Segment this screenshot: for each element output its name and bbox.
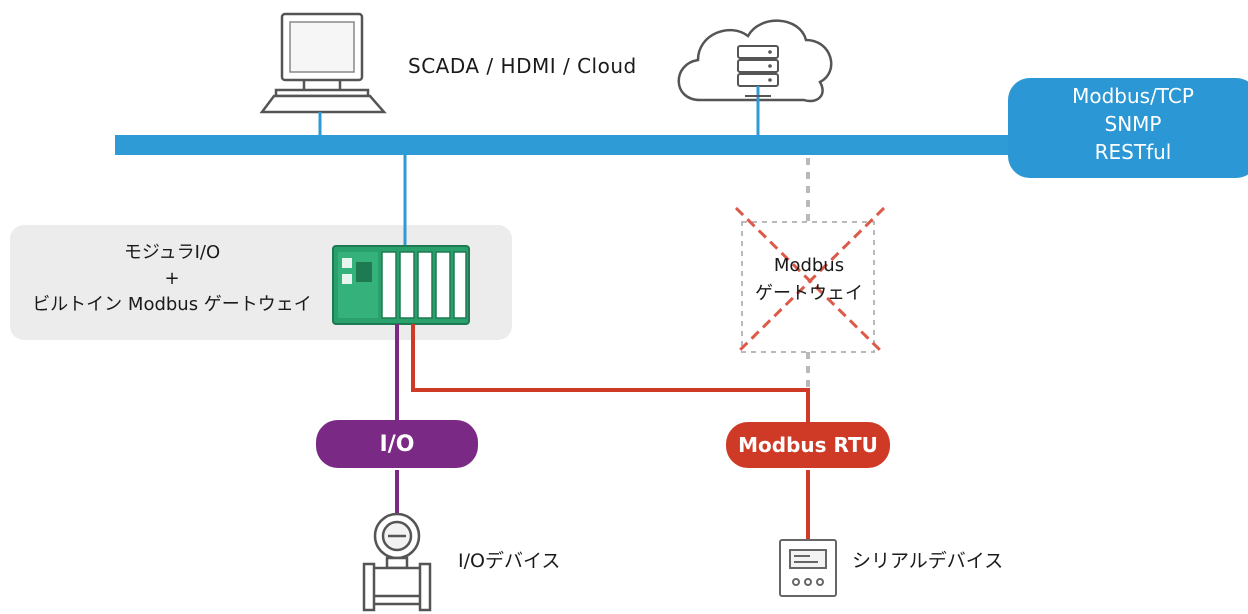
gateway-line-2: ゲートウェイ — [755, 283, 863, 304]
io-device-label: I/Oデバイス — [458, 550, 561, 572]
module-line-3: ビルトイン Modbus ゲートウェイ — [32, 294, 312, 315]
computer-icon — [259, 12, 387, 136]
rtu-line — [411, 324, 810, 424]
module-line-2: + — [164, 268, 180, 289]
serial-device-label: シリアルデバイス — [852, 550, 1004, 572]
flowmeter-icon — [362, 512, 432, 612]
gateway-line-1: Modbus — [773, 255, 845, 276]
module-panel-label: モジュラI/O + ビルトイン Modbus ゲートウェイ — [14, 240, 330, 318]
gateway-box-label: Modbus ゲートウェイ — [742, 252, 876, 308]
io-pill: I/O — [316, 420, 478, 468]
protocol-line-2: SNMP — [1104, 112, 1162, 136]
ethernet-bus — [115, 135, 1248, 155]
protocol-line-1: Modbus/TCP — [1072, 84, 1194, 108]
protocol-line-3: RESTful — [1094, 140, 1172, 164]
module-line-1: モジュラI/O — [123, 242, 221, 263]
io-module-icon — [332, 245, 470, 325]
cross-icon — [734, 206, 886, 356]
top-systems-label: SCADA / HDMI / Cloud — [408, 54, 637, 78]
serial-device-icon — [779, 539, 837, 597]
cloud-server-icon — [677, 19, 833, 136]
rtu-pill: Modbus RTU — [726, 422, 890, 468]
protocol-box — [1008, 78, 1248, 178]
protocol-box-label: Modbus/TCP SNMP RESTful — [1008, 82, 1248, 166]
